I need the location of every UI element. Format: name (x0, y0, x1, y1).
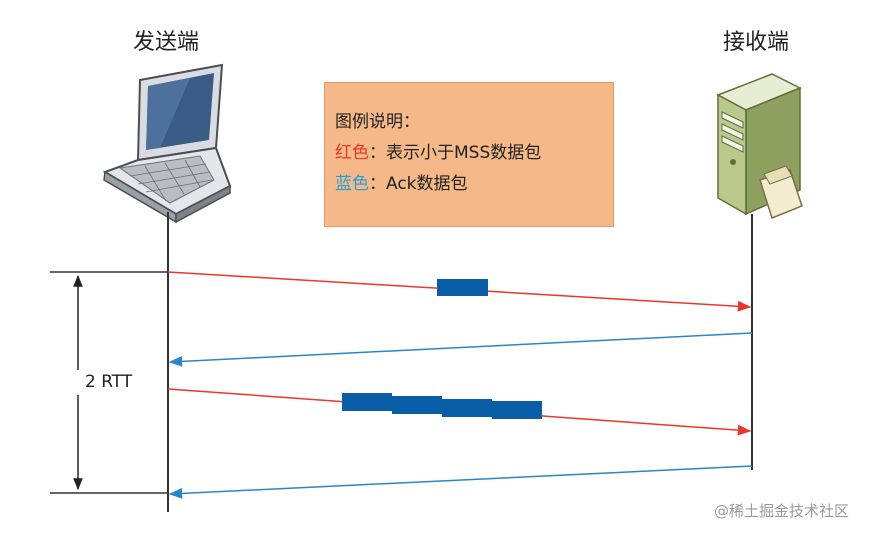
packet-2b (392, 396, 442, 414)
ack-arrow-2 (170, 466, 752, 494)
legend-red-label: 红色 (335, 143, 369, 163)
legend-blue-text: ：Ack数据包 (369, 174, 468, 194)
packet-2d (492, 401, 542, 419)
watermark: @稀土掘金技术社区 (714, 500, 849, 521)
legend-heading: 图例说明： (335, 107, 613, 138)
legend-blue-label: 蓝色 (335, 174, 369, 194)
server-icon (718, 74, 802, 218)
laptop-icon (104, 65, 230, 222)
legend-red-row: 红色：表示小于MSS数据包 (335, 138, 613, 169)
legend-box: 图例说明： 红色：表示小于MSS数据包 蓝色：Ack数据包 (324, 82, 614, 227)
packet-1 (437, 279, 488, 296)
legend-blue-row: 蓝色：Ack数据包 (335, 169, 613, 200)
ack-arrow-1 (170, 333, 752, 362)
packet-2a (342, 393, 392, 411)
legend-red-text: ：表示小于MSS数据包 (369, 143, 541, 163)
packet-2c (442, 399, 492, 417)
rtt-label: 2 RTT (83, 370, 134, 394)
